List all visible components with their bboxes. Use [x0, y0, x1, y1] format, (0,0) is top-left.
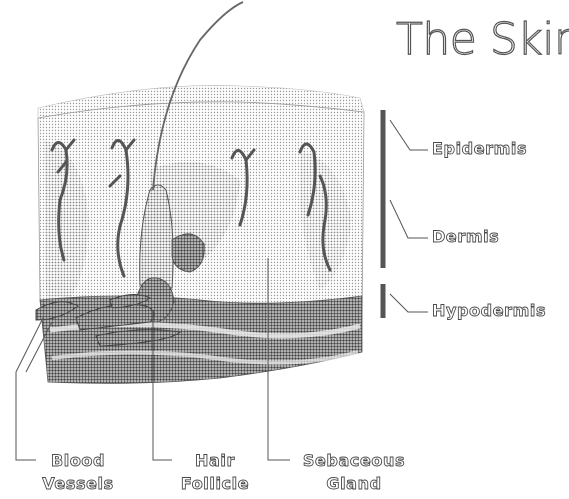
label-hair-follicle-line1: Hair	[172, 449, 258, 472]
diagram-title: The Skin	[396, 14, 569, 65]
label-blood-vessels-line1: Blood	[36, 449, 120, 472]
label-blood-vessels-line2: Vessels	[36, 472, 120, 495]
label-hair-follicle: Hair Follicle	[172, 449, 258, 495]
label-hypodermis: Hypodermis	[432, 301, 546, 320]
label-sebaceous-gland-line1: Sebaceous	[294, 449, 414, 472]
label-sebaceous-gland-line2: Gland	[294, 472, 414, 495]
layer-leaders	[390, 120, 428, 312]
label-dermis: Dermis	[432, 227, 499, 246]
label-epidermis: Epidermis	[432, 139, 527, 158]
label-hair-follicle-line2: Follicle	[172, 472, 258, 495]
label-sebaceous-gland: Sebaceous Gland	[294, 449, 414, 495]
label-blood-vessels: Blood Vessels	[36, 449, 120, 495]
hypodermis-layer	[40, 296, 362, 383]
